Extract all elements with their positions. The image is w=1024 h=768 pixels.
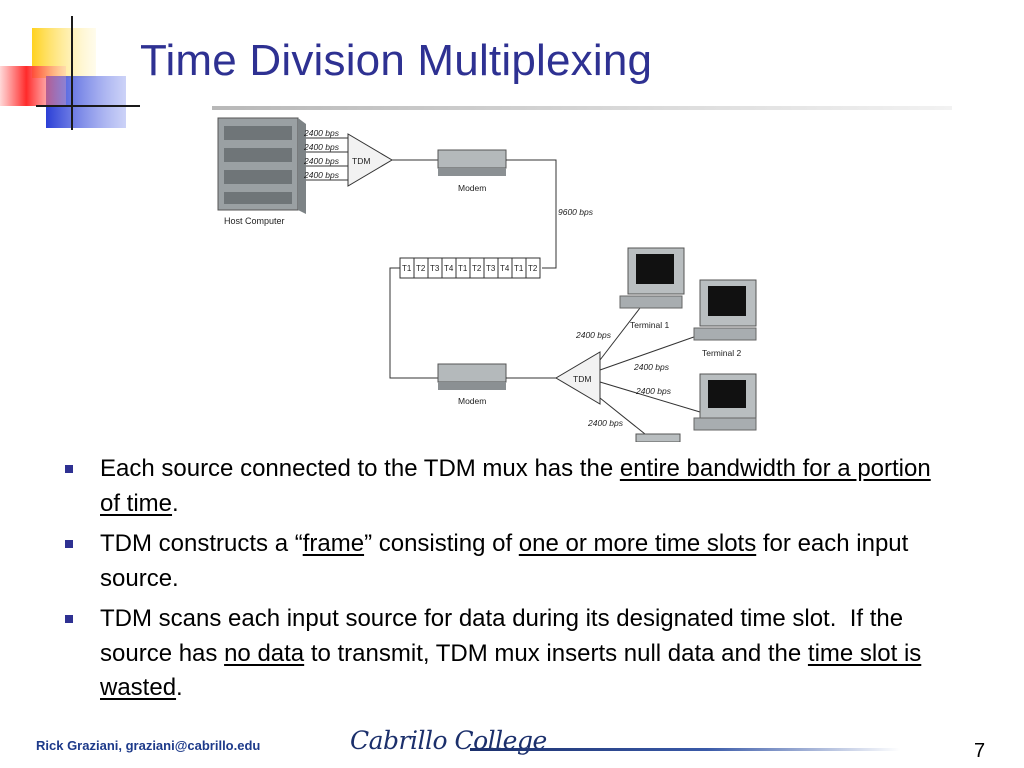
frame-slot: T4 (444, 264, 454, 273)
underlined-phrase: no data (224, 639, 305, 667)
bullet-item: TDM scans each input source for data dur… (62, 602, 942, 706)
input-rate: 2400 bps (303, 128, 340, 138)
terminal-1-label: Terminal 1 (630, 320, 669, 330)
line-rate-label: 9600 bps (558, 207, 594, 217)
tdm-mux-label: TDM (352, 156, 370, 166)
terminal-2-label: Terminal 2 (702, 348, 741, 358)
tdm-diagram: Host Computer 2400 bps 2400 bps 2400 bps… (217, 117, 757, 442)
host-computer-icon (217, 117, 306, 214)
output-rate: 2400 bps (587, 418, 624, 428)
modem-icon (437, 149, 507, 176)
bullet-marker (65, 615, 73, 623)
input-rate: 2400 bps (303, 156, 340, 166)
tdm-demux (555, 351, 601, 405)
title-underline (212, 106, 952, 110)
terminal-icon (693, 373, 757, 431)
output-rate: 2400 bps (633, 362, 670, 372)
modem-label: Modem (458, 183, 486, 193)
terminal-icon (635, 433, 681, 442)
frame-slot: T3 (430, 264, 440, 273)
footer-divider (470, 748, 900, 751)
modem-icon (437, 363, 507, 390)
corner-decoration (0, 16, 140, 130)
frame-slot: T3 (486, 264, 496, 273)
slide-title: Time Division Multiplexing (140, 36, 653, 85)
input-rate: 2400 bps (303, 142, 340, 152)
frame-slot: T1 (458, 264, 468, 273)
tdm-frame: T1 T2 T3 T4 T1 T2 T3 T4 T1 T2 (399, 257, 541, 279)
host-computer-label: Host Computer (224, 216, 285, 226)
underlined-phrase: time slot is wasted (100, 639, 922, 702)
bullet-list: Each source connected to the TDM mux has… (62, 452, 942, 712)
terminal-icon (619, 247, 685, 309)
tdm-mux (347, 133, 393, 187)
output-rate: 2400 bps (575, 330, 612, 340)
underlined-phrase: entire bandwidth for a portion of time (100, 455, 931, 517)
frame-slot: T1 (402, 264, 412, 273)
tdm-demux-label: TDM (573, 374, 591, 384)
frame-slot: T2 (416, 264, 426, 273)
output-rate: 2400 bps (635, 386, 672, 396)
input-rate: 2400 bps (303, 170, 340, 180)
underlined-phrase: one or more time slots (518, 530, 757, 557)
page-number: 7 (974, 740, 986, 762)
footer-author: Rick Graziani, graziani@cabrillo.edu (36, 738, 261, 753)
underlined-phrase: frame (302, 530, 365, 557)
frame-slot: T2 (528, 264, 538, 273)
bullet-item: TDM constructs a “frame” consisting of o… (62, 527, 942, 596)
frame-slot: T2 (472, 264, 482, 273)
bullet-item: Each source connected to the TDM mux has… (62, 452, 942, 521)
frame-slot: T4 (500, 264, 510, 273)
bullet-marker (65, 465, 73, 473)
terminal-icon (693, 279, 757, 341)
bullet-marker (65, 540, 73, 548)
modem-label: Modem (458, 396, 486, 406)
frame-slot: T1 (514, 264, 524, 273)
